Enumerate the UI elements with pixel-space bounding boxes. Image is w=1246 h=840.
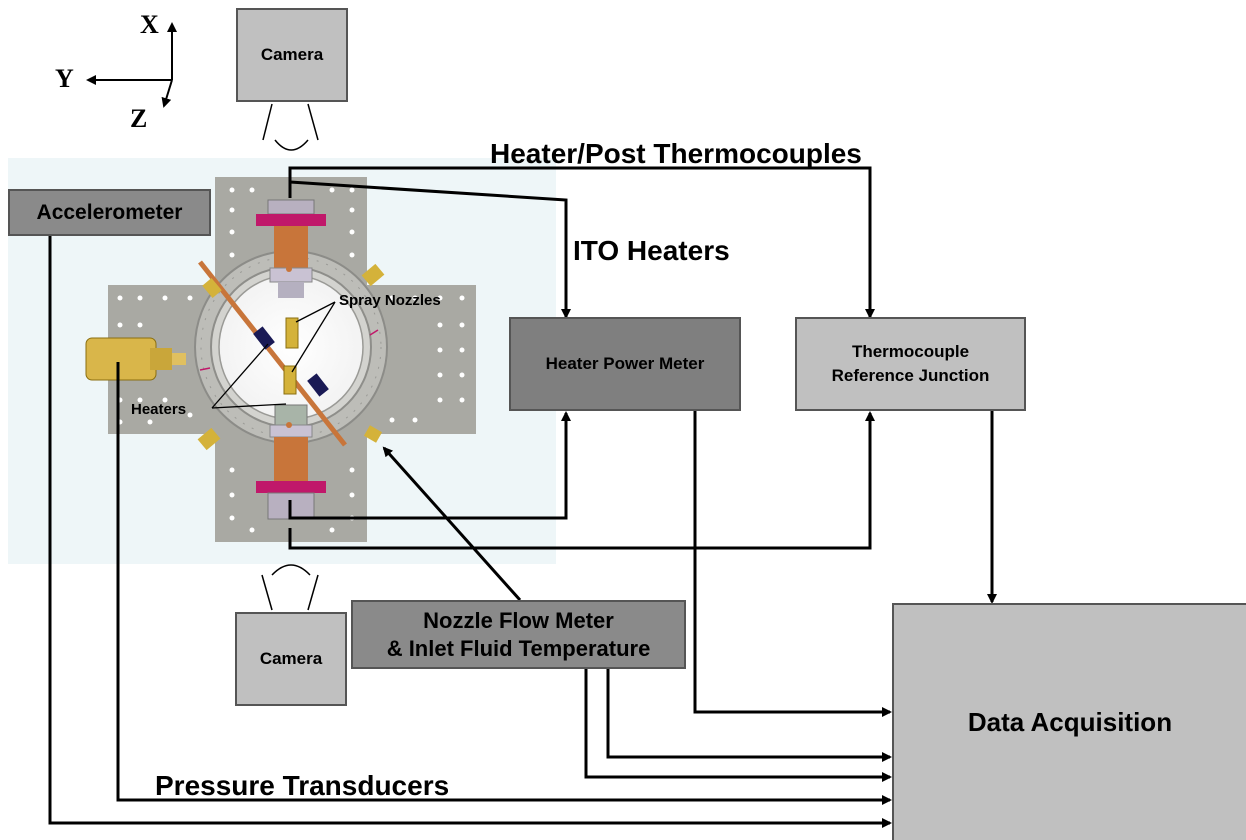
data-acquisition-box: Data Acquisition: [892, 603, 1246, 840]
spray-nozzle-upper: [285, 317, 299, 349]
camera-bottom-box: Camera: [235, 612, 347, 706]
ito-heaters-label: ITO Heaters: [573, 235, 730, 266]
spray-tube: [198, 260, 347, 447]
spray-nozzle-lower: [283, 365, 297, 395]
tc-ref-line2: Reference Junction: [831, 366, 990, 385]
plate-holes: [117, 187, 465, 533]
spray-nozzles-label: Spray Nozzles: [339, 292, 441, 309]
thermocouple-reference-junction-box: Thermocouple Reference Junction: [795, 317, 1026, 411]
coordinate-axes: [86, 22, 177, 108]
pressure-transducers-label: Pressure Transducers: [155, 770, 450, 801]
camera-bottom-lens: [261, 564, 319, 611]
axis-label-x: X: [140, 10, 159, 39]
heater-post-thermocouples-label: Heater/Post Thermocouples: [490, 138, 862, 169]
pressure-transducer: [85, 337, 186, 381]
axis-label-z: Z: [130, 104, 148, 133]
accelerometer-box: Accelerometer: [8, 189, 211, 236]
camera-top-box: Camera: [236, 8, 348, 102]
axis-label-y: Y: [55, 64, 74, 93]
tc-ref-line1: Thermocouple: [851, 342, 970, 361]
top-heater-post: [256, 199, 326, 298]
connection-lines: [48, 166, 997, 828]
bottom-heater-post: [256, 404, 326, 520]
nozzle-line1: Nozzle Flow Meter: [423, 607, 614, 633]
nozzle-line2: & Inlet Fluid Temperature: [386, 635, 651, 661]
heater-power-meter-box: Heater Power Meter: [509, 317, 741, 411]
camera-top-lens: [262, 103, 319, 151]
heaters-label: Heaters: [131, 401, 187, 418]
callout-lines: [211, 301, 336, 409]
nozzle-flow-meter-box: Nozzle Flow Meter & Inlet Fluid Temperat…: [351, 600, 686, 669]
